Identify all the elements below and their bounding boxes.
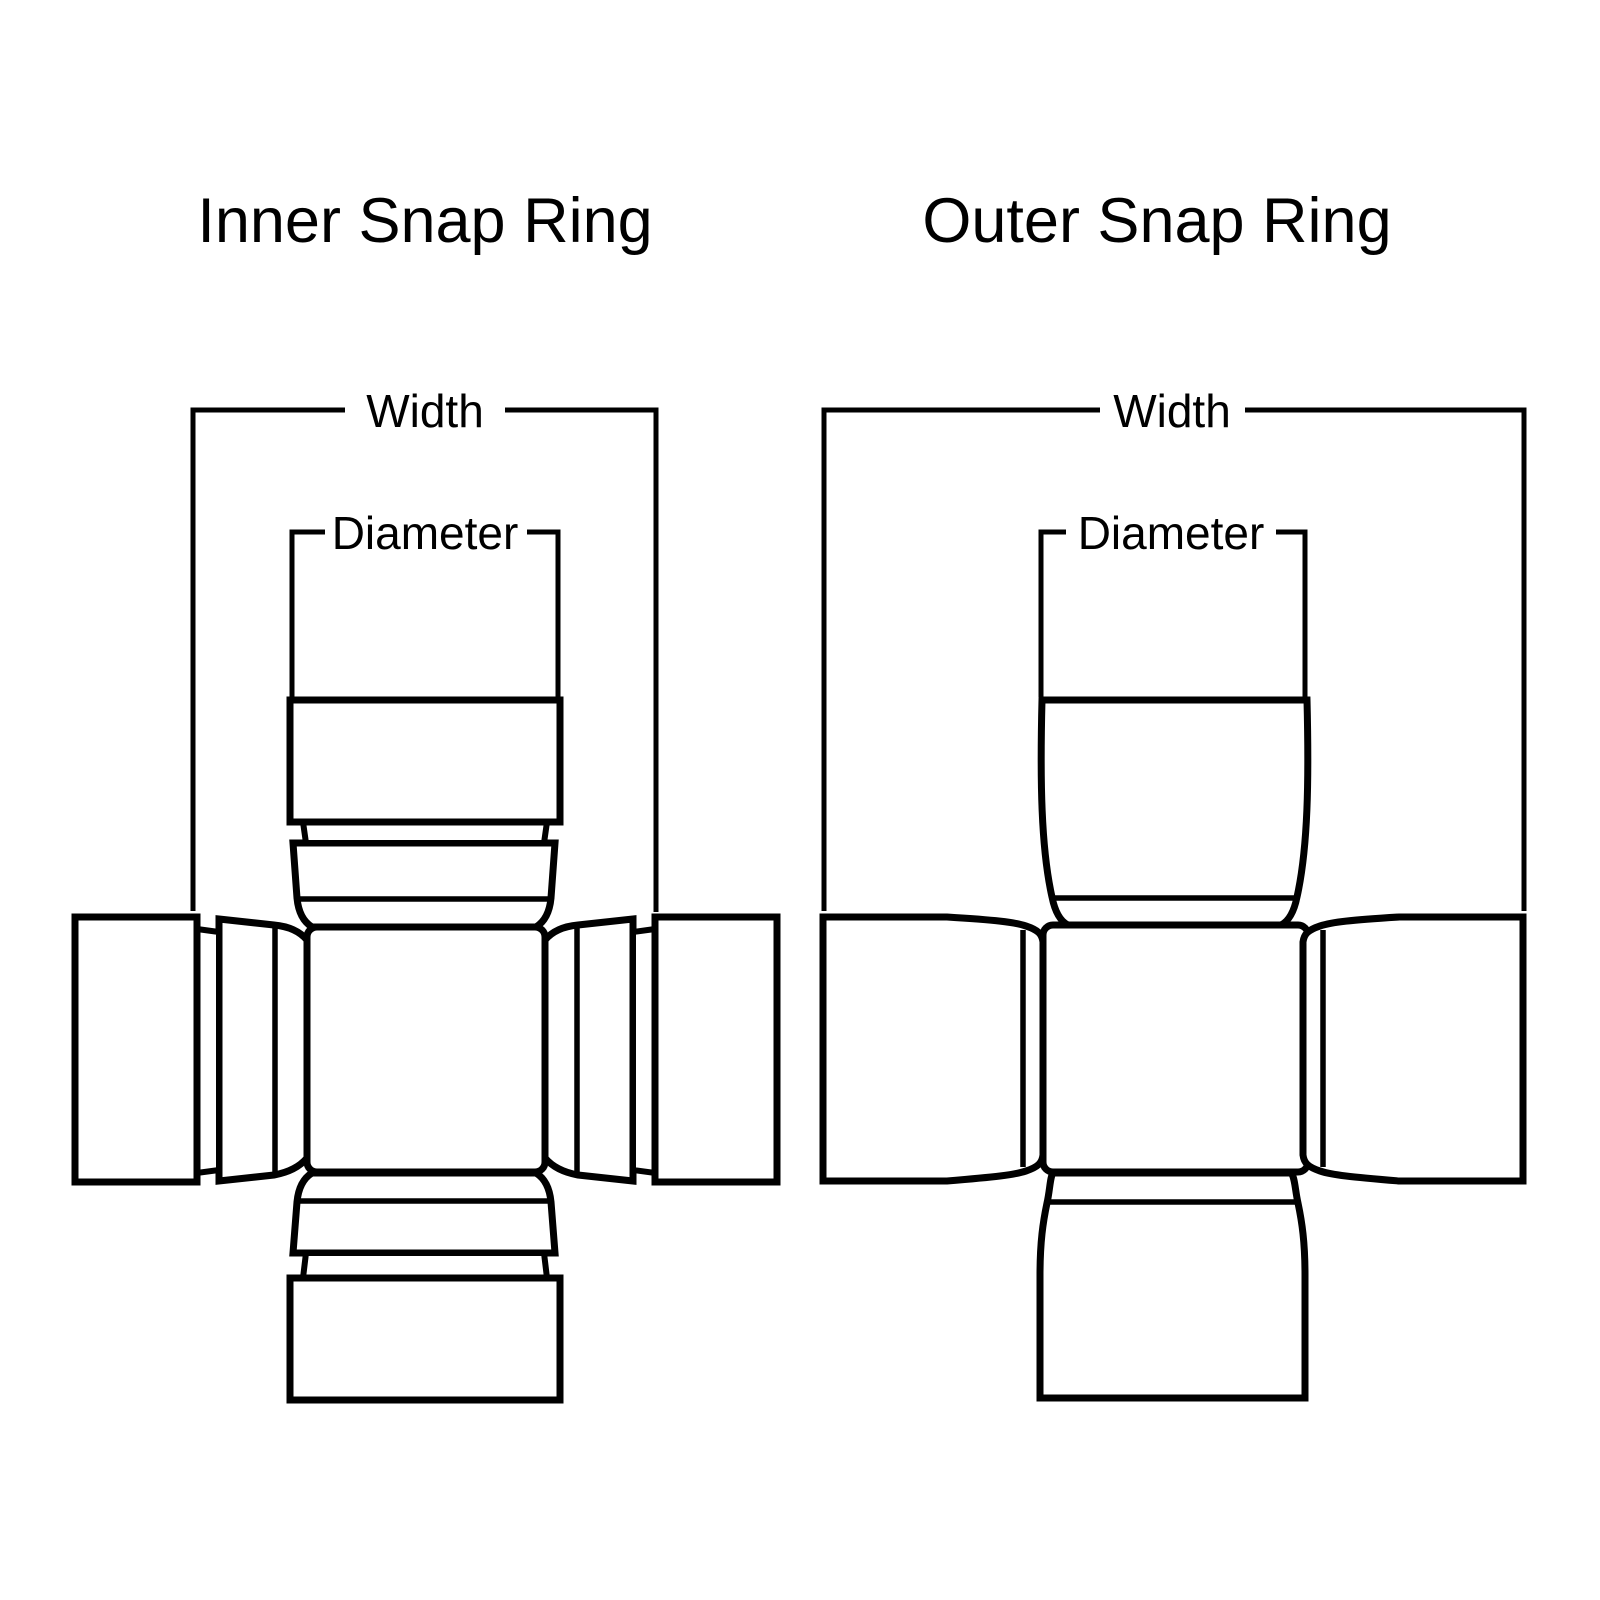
outer-width-dimension-line-right bbox=[1245, 407, 1527, 911]
inner-width-dimension-line-right bbox=[505, 407, 659, 912]
outer-left-bearing-cap bbox=[819, 913, 1047, 1185]
outer-diagram-title: Outer Snap Ring bbox=[922, 186, 1391, 256]
inner-top-seal-bell bbox=[289, 839, 559, 931]
inner-center-body bbox=[303, 923, 549, 1176]
inner-diagram-title: Inner Snap Ring bbox=[197, 186, 652, 256]
outer-width-dimension-line-left bbox=[821, 407, 1100, 911]
inner-bottom-seal-bell bbox=[289, 1169, 559, 1257]
inner-left-seal-bell bbox=[215, 915, 311, 1185]
outer-bottom-bearing-cap bbox=[1036, 1169, 1309, 1402]
inner-left-bearing-cap bbox=[71, 913, 201, 1186]
inner-right-seal-bell bbox=[541, 915, 637, 1185]
outer-diameter-dimension-label: Diameter bbox=[1078, 507, 1265, 559]
inner-bottom-snap-ring-groove bbox=[299, 1250, 551, 1281]
outer-top-bearing-cap bbox=[1037, 696, 1312, 929]
inner-width-dimension-line-left bbox=[190, 407, 345, 911]
outer-center-body bbox=[1039, 921, 1312, 1176]
outer-right-bearing-cap bbox=[1299, 913, 1527, 1185]
inner-right-bearing-cap bbox=[651, 913, 781, 1186]
inner-diameter-dimension-line-left bbox=[289, 529, 325, 697]
outer-diameter-dimension-line-left bbox=[1038, 529, 1066, 697]
inner-width-dimension-label: Width bbox=[366, 385, 484, 437]
outer-snap-ring-diagram: Outer Snap Ring Width Diameter bbox=[819, 186, 1527, 1402]
inner-diameter-dimension-label: Diameter bbox=[332, 507, 519, 559]
outer-width-dimension-label: Width bbox=[1113, 385, 1231, 437]
inner-snap-ring-diagram: Inner Snap Ring bbox=[71, 186, 781, 1404]
inner-bottom-bearing-cap bbox=[286, 1274, 564, 1404]
inner-top-bearing-cap bbox=[286, 696, 564, 826]
outer-diameter-dimension-line-right bbox=[1276, 529, 1308, 697]
inner-diameter-dimension-line-right bbox=[527, 529, 561, 697]
